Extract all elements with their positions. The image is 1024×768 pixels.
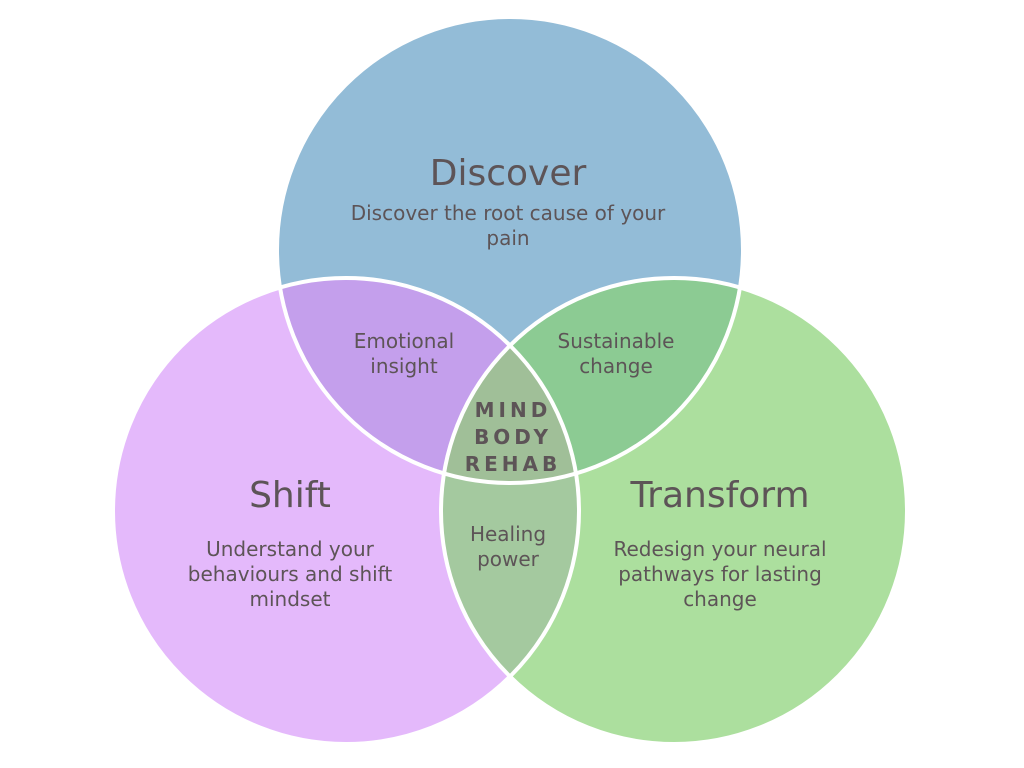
discover-shift-overlap xyxy=(277,278,579,483)
shift-description: Understand your behaviours and shift min… xyxy=(187,537,393,611)
discover-transform-overlap xyxy=(441,278,743,483)
center-line-mind: MIND xyxy=(474,398,552,422)
discover-description: Discover the root cause of your pain xyxy=(350,201,666,250)
discover-outline xyxy=(275,15,745,485)
center-line-body: BODY xyxy=(474,425,552,449)
healing-power-label: Healing power xyxy=(469,522,547,571)
transform-title: Transform xyxy=(630,475,810,516)
emotional-insight-label: Emotional insight xyxy=(353,329,455,378)
sustainable-change-label: Sustainable change xyxy=(557,329,675,378)
transform-outline xyxy=(439,276,909,746)
center-line-rehab: REHAB xyxy=(464,452,562,476)
transform-description: Redesign your neural pathways for lastin… xyxy=(613,537,827,611)
shift-outline xyxy=(111,276,581,746)
shift-title: Shift xyxy=(249,475,331,516)
discover-title: Discover xyxy=(429,153,587,194)
center-brand-label: MIND BODY REHAB xyxy=(438,397,588,478)
